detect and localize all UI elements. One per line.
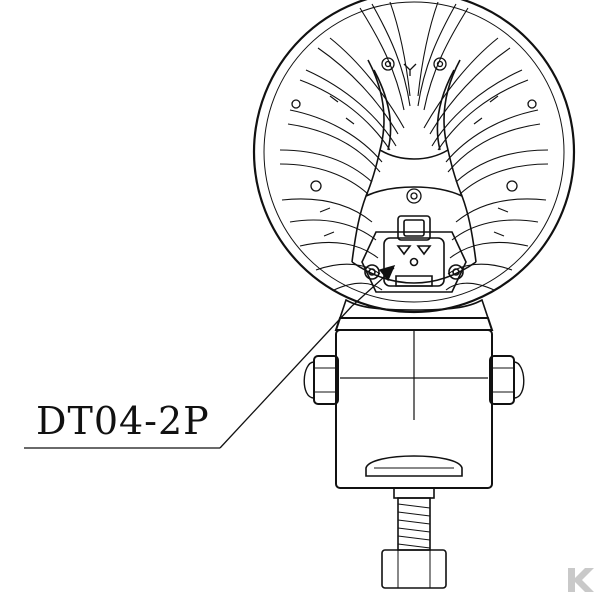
lamp-head <box>252 0 576 319</box>
dt04-2p-connector <box>361 215 467 293</box>
k-logo-icon <box>568 568 594 592</box>
mounting-holes <box>291 57 537 204</box>
mount-bracket <box>303 317 525 489</box>
connector-callout-label: DT04-2P <box>36 399 210 443</box>
threaded-stud <box>381 487 447 589</box>
callout-leader <box>24 264 396 449</box>
cooling-fins <box>279 1 549 291</box>
center-hub <box>351 59 477 284</box>
